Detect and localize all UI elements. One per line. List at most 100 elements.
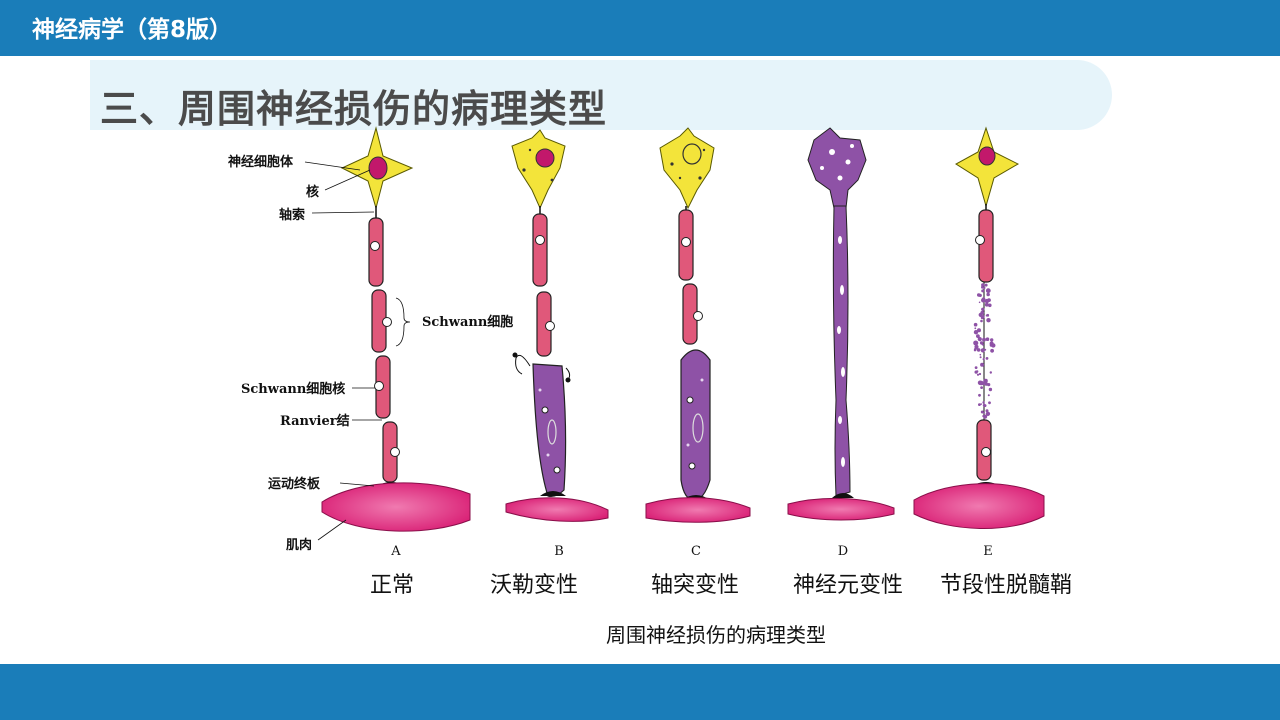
panel-letter-a: A [390,544,401,559]
debris-dot [973,348,977,351]
muscle-e [913,483,1045,529]
debris-dot [976,348,981,352]
muscle-c [645,497,751,523]
muscle-a [321,482,471,532]
debris-dot [979,341,984,345]
label-cell-body: 神经细胞体 [228,154,294,170]
schwann-nucleus [681,237,691,247]
debris-dot [977,328,981,333]
schwann-nucleus [535,235,545,245]
panel-type-c: 轴突变性 [651,573,739,598]
debris-dot [980,410,984,414]
title-band [90,60,1112,130]
schwann-nucleus [545,321,555,331]
debris-dot [986,313,990,317]
cell-body-e [955,126,1020,208]
cell-body-b [511,129,566,210]
debris-dot [980,362,985,367]
debris-dot [982,358,985,361]
schwann-nucleus [981,447,991,457]
debris-dot [974,344,979,349]
schwann-nucleus [370,241,380,251]
nucleus-c [682,143,702,165]
label-nucleus: 核 [306,184,319,200]
panel-d [787,127,895,521]
debris-dot [978,301,981,304]
cell-body-c [659,127,715,210]
debris-dot [984,298,990,304]
label-endplate: 运动终板 [268,476,321,492]
debris-dot [983,404,987,407]
panel-type-e: 节段性脱髓鞘 [940,573,1072,598]
debris-dot [978,403,981,406]
debris-dot [978,372,982,376]
schwann-nucleus [374,381,384,391]
label-axon: 轴索 [279,207,305,223]
debris-dot [980,348,985,353]
debris-dot [984,415,987,418]
cell-body-d [807,127,867,209]
debris-dot [989,341,994,346]
debris-dot [988,303,992,308]
label-ranvier: Ranvier结 [280,413,350,429]
panel-letter-c: C [691,544,701,559]
debris-dot [982,401,985,404]
panel-letter-e: E [983,544,993,559]
schwann-nucleus [390,447,400,457]
course-title: 神经病学（第8版） [32,17,233,43]
degenerated-axon-d [832,205,851,497]
debris-dot [979,356,982,359]
debris-dot [985,409,989,413]
panel-type-d: 神经元变性 [793,573,903,598]
panel-type-a: 正常 [370,573,414,598]
debris-dot [979,294,982,297]
debris-dot [982,297,986,301]
debris-dot [983,411,985,414]
footer-bar [0,664,1280,720]
nucleus-b [535,148,555,168]
label-muscle: 肌肉 [286,537,312,553]
debris-dot [983,378,988,384]
debris-dot [973,322,978,327]
debris-dot [976,370,979,373]
debris-dot [984,302,989,307]
debris-dot [980,386,983,389]
debris-dot [973,340,978,346]
label-schwann-nucleus: Schwann细胞核 [241,381,345,397]
schwann-nucleus [693,311,703,321]
nucleus-a [368,156,388,180]
debris-dot [980,319,983,323]
debris-dot [987,293,990,296]
debris-dot [985,337,990,342]
panel-letter-d: D [838,544,848,559]
debris-dot [980,316,985,320]
myelin-segment [532,213,548,287]
panel-e [913,126,1045,529]
debris-dot [979,353,982,356]
schwann-nucleus [975,235,985,245]
debris-dot [985,411,991,416]
debris-dot [988,387,993,392]
debris-dot [990,338,994,342]
degenerated-axon-c [680,349,711,501]
figure-caption: 周围神经损伤的病理类型 [606,623,826,647]
debris-dot [981,283,985,287]
debris-dot [987,383,991,387]
nerve-injury-diagram: 神经细胞体 核 轴索 Schwann细胞 Schwann细胞核 Ranvier结… [228,126,1072,647]
nucleus-e [978,146,996,166]
myelin-segment [368,217,384,287]
demyelination-debris [973,283,996,419]
debris-dot [984,283,988,287]
debris-dot [983,286,986,290]
degenerated-axon-b [532,363,567,497]
debris-dot [989,371,992,374]
debris-dot [976,334,980,338]
muscle-d [787,497,895,521]
debris-dot [988,401,991,405]
panel-a [304,126,471,541]
debris-dot [985,288,991,294]
schwann-nucleus [382,317,392,327]
panel-type-b: 沃勒变性 [490,573,578,598]
debris-dot [987,394,990,397]
myelin-segment [978,209,994,283]
